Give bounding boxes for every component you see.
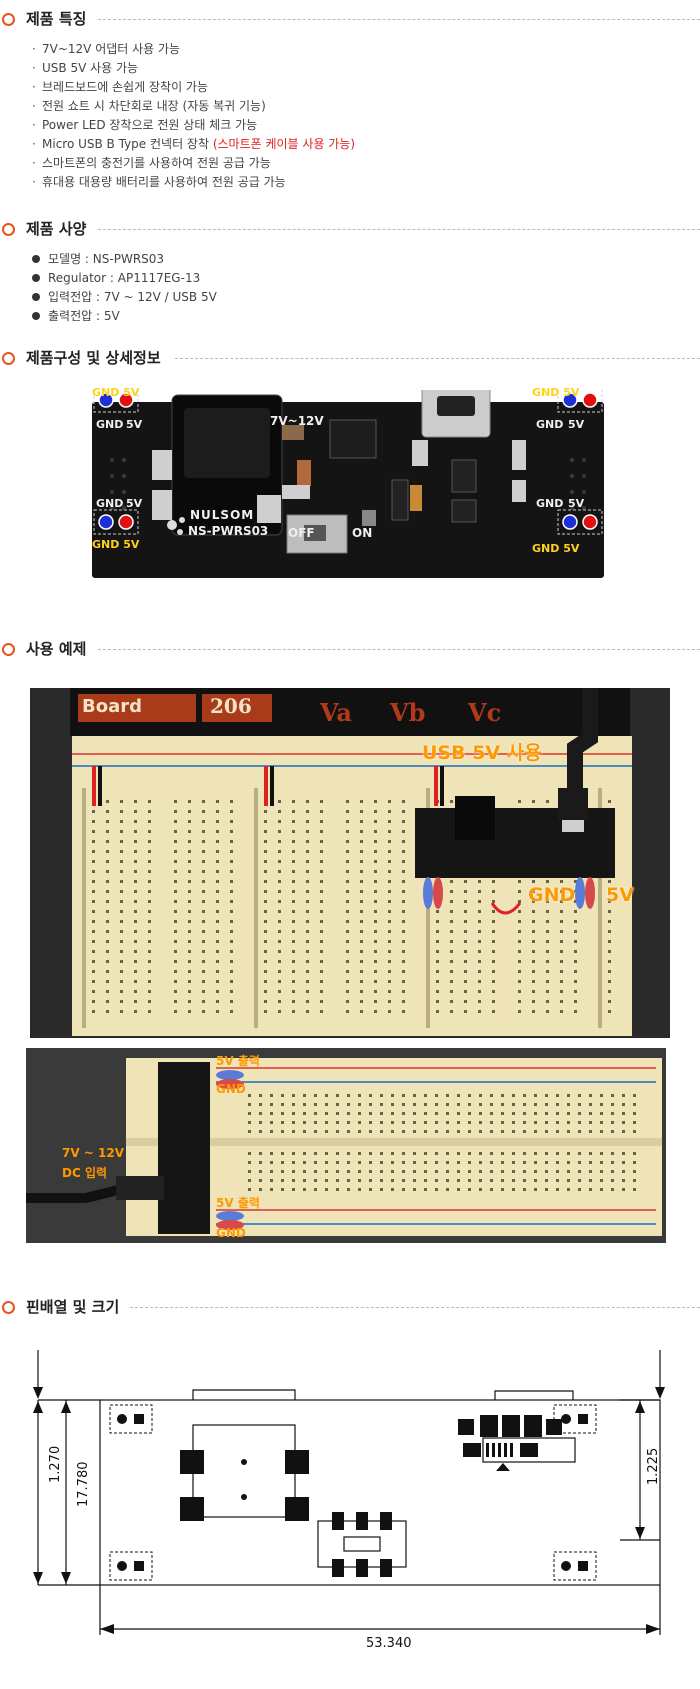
- breadboard-dc-illustration: [26, 1048, 666, 1243]
- gnd-label: GND: [528, 884, 576, 906]
- bullet-icon: [32, 311, 40, 320]
- bullet-icon: [32, 292, 40, 301]
- dim-width-label: 53.340: [366, 1636, 412, 1651]
- feature-item: ·브레드보드에 손쉽게 장착이 가능: [32, 80, 209, 94]
- dim-left-outer-label: 1.270: [48, 1445, 63, 1483]
- board-label: Board: [82, 696, 142, 717]
- silk-5v-top-left: 5V: [126, 418, 143, 431]
- spec-item: Regulator : AP1117EG-13: [32, 269, 217, 288]
- composition-header: 제품구성 및 상세정보: [0, 347, 700, 371]
- pinout-title: 핀배열 및 크기: [26, 1298, 120, 1316]
- feature-item: ·7V~12V 어댑터 사용 가능: [32, 42, 181, 56]
- features-list: ·7V~12V 어댑터 사용 가능 ·USB 5V 사용 가능 ·브레드보드에 …: [32, 40, 355, 192]
- gnd-5v-top-left-label: GND 5V: [92, 386, 140, 399]
- board-number: 206: [210, 694, 252, 718]
- bullet-icon: [32, 273, 40, 282]
- section-divider: [98, 649, 700, 650]
- feature-item: ·USB 5V 사용 가능: [32, 61, 139, 75]
- section-divider: [175, 358, 700, 359]
- bullet-icon: [32, 254, 40, 263]
- silk-brand: NULSOM: [190, 508, 255, 522]
- section-bullet-icon: [2, 643, 15, 656]
- composition-title: 제품구성 및 상세정보: [26, 349, 161, 367]
- features-title: 제품 특징: [26, 10, 87, 28]
- spec-item: 출력전압 : 5V: [32, 307, 217, 326]
- specs-list: 모델명 : NS-PWRS03 Regulator : AP1117EG-13 …: [32, 250, 217, 326]
- section-bullet-icon: [2, 13, 15, 26]
- section-bullet-icon: [2, 1301, 15, 1314]
- dc-input-line1: 7V ~ 12V: [62, 1146, 125, 1160]
- section-divider: [98, 19, 700, 20]
- pcb-photo: GND 5V GND 5V GND 5V GND 5V GND 5V GND 5…: [92, 384, 604, 590]
- silk-5v-top-right: 5V: [568, 418, 585, 431]
- silk-on: ON: [352, 526, 373, 540]
- usage-photo-breadboard: Board 206 Va Vb Vc USB 5V 사용 GND 5V: [30, 688, 670, 1038]
- pcb-board-illustration: [92, 384, 604, 578]
- silk-gnd-top-left: GND: [96, 418, 124, 431]
- section-bullet-icon: [2, 223, 15, 236]
- gnd-5v-top-right-label: GND 5V: [532, 386, 580, 399]
- usb-5v-usage-label: USB 5V 사용: [422, 742, 542, 764]
- silk-input-voltage: 7V~12V: [270, 414, 324, 428]
- feature-item: ·Micro USB B Type 컨넥터 장착 (스마트폰 케이블 사용 가능…: [32, 137, 356, 151]
- spec-item: 입력전압 : 7V ~ 12V / USB 5V: [32, 288, 217, 307]
- usage-header: 사용 예제: [0, 638, 700, 662]
- vb-label: Vb: [390, 698, 426, 727]
- vc-label: Vc: [468, 698, 502, 727]
- specs-header: 제품 사양: [0, 218, 700, 242]
- usage-photo-dc-input: 5V 출력 GND 7V ~ 12V DC 입력 5V 출력 GND: [26, 1048, 666, 1243]
- feature-item: ·스마트폰의 충전기를 사용하여 전원 공급 가능: [32, 156, 271, 170]
- feature-item: ·Power LED 장착으로 전원 상태 체크 가능: [32, 118, 258, 132]
- feature-item: ·휴대용 대용량 배터리를 사용하여 전원 공급 가능: [32, 175, 286, 189]
- gnd-5v-bottom-left-label: GND 5V: [92, 538, 140, 551]
- silk-model: NS-PWRS03: [188, 524, 269, 538]
- section-divider: [130, 1307, 700, 1308]
- dimension-drawing: [33, 1350, 665, 1635]
- features-header: 제품 특징: [0, 8, 700, 32]
- gnd-top-label: GND: [216, 1082, 246, 1096]
- feature-item: ·전원 쇼트 시 차단회로 내장 (자동 복귀 기능): [32, 99, 266, 113]
- va-label: Va: [320, 698, 352, 727]
- silk-5v-bottom-right: 5V: [568, 497, 585, 510]
- breadboard-illustration: [30, 688, 670, 1038]
- dim-left-inner-label: 17.780: [76, 1461, 91, 1508]
- 5v-output-bottom-label: 5V 출력: [216, 1196, 260, 1210]
- specs-title: 제품 사양: [26, 220, 87, 238]
- feature-highlight: (스마트폰 케이블 사용 가능): [212, 137, 356, 151]
- 5v-output-top-label: 5V 출력: [216, 1054, 260, 1068]
- dc-input-line2: DC 입력: [62, 1166, 108, 1180]
- 5v-label: 5V: [606, 884, 634, 906]
- pinout-header: 핀배열 및 크기: [0, 1296, 700, 1320]
- section-divider: [98, 229, 700, 230]
- pinout-drawing: 53.340 1.270 17.780 1.225: [20, 1335, 680, 1675]
- usage-title: 사용 예제: [26, 640, 87, 658]
- section-bullet-icon: [2, 352, 15, 365]
- gnd-5v-bottom-right-label: GND 5V: [532, 542, 580, 555]
- dim-right-label: 1.225: [646, 1447, 661, 1485]
- silk-gnd-top-right: GND: [536, 418, 564, 431]
- spec-item: 모델명 : NS-PWRS03: [32, 250, 217, 269]
- gnd-bottom-label: GND: [216, 1226, 246, 1240]
- silk-gnd-bottom-right: GND: [536, 497, 564, 510]
- silk-gnd-bottom-left: GND: [96, 497, 124, 510]
- silk-5v-bottom-left: 5V: [126, 497, 143, 510]
- silk-off: OFF: [288, 526, 315, 540]
